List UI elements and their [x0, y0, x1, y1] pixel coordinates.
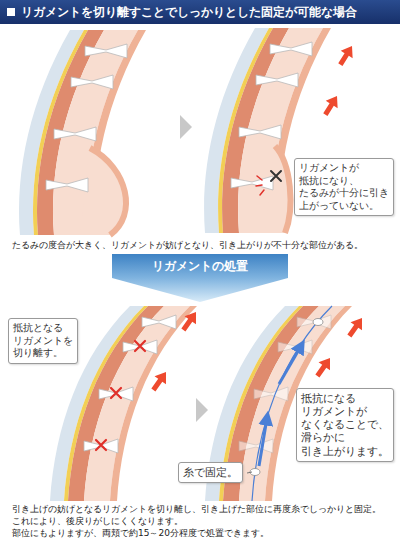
callout-text: リガメントが 抵抗になり、 たるみが十分に引き 上がっていない。 — [299, 162, 389, 212]
sag-bulge — [265, 146, 290, 233]
lift-arrow — [178, 308, 202, 334]
cut-mark — [135, 341, 145, 351]
step-arrow — [196, 398, 208, 422]
note-text: 部位にもよりますが、両頬で約15～20分程度で処置できます。 — [12, 528, 269, 539]
ligaments — [46, 44, 127, 192]
thread-arrow — [259, 418, 267, 466]
banner-arrow — [112, 254, 288, 302]
title-text: リガメントを切り離すことでしっかりとした固定が可能な場合 — [21, 5, 357, 19]
lift-arrow — [344, 314, 368, 340]
leader-line — [247, 472, 252, 473]
callout-box: 抵抗になる リガメントが なくなることで、 滑らかに 引き上がります。 — [296, 388, 394, 462]
lift-arrow — [312, 354, 336, 380]
note-text: 引き上げの妨げとなるリガメントを切り離し、引き上げた部位に再度糸でしっかりと固定… — [12, 504, 381, 515]
thread-arrow — [279, 346, 301, 384]
lift-arrow — [319, 92, 343, 118]
ligaments — [84, 315, 176, 453]
cut-mark — [96, 440, 106, 450]
sag-skin — [90, 148, 126, 235]
step-arrow — [180, 115, 192, 139]
lift-arrow — [334, 42, 358, 68]
sag-skin — [275, 146, 290, 233]
cut-mark — [111, 388, 121, 398]
note-text: これにより、後戻りがしにくくなります。 — [12, 516, 183, 527]
tension-burst — [256, 176, 264, 195]
callout-box: 抵抗となる リガメントを 切り離す。 — [8, 318, 78, 364]
callout-text: 糸で固定。 — [183, 466, 238, 479]
tissue-layers — [19, 30, 146, 235]
note-text: たるみの度合が大きく、リガメントが妨げとなり、引き上がりが不十分な部位がある。 — [12, 239, 363, 250]
callout-text: 抵抗となる リガメントを 切り離す。 — [13, 322, 73, 360]
step-banner: リガメントの処置 — [112, 254, 288, 302]
banner-text: リガメントの処置 — [112, 254, 288, 274]
fixation-knot — [313, 319, 323, 326]
callout-text: 抵抗になる リガメントが なくなることで、 滑らかに 引き上がります。 — [301, 392, 389, 458]
lift-arrow — [148, 368, 172, 394]
panel-before — [19, 30, 146, 235]
callout-box: 糸で固定。 — [178, 462, 243, 483]
title-icon — [7, 8, 15, 16]
resistance-mark — [271, 171, 281, 181]
callout-box: リガメントが 抵抗になり、 たるみが十分に引き 上がっていない。 — [294, 158, 394, 216]
